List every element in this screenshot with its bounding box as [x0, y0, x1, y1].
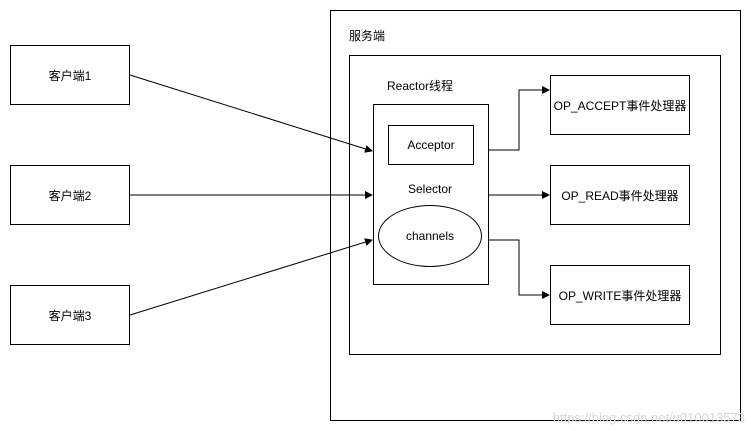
client-box-3: 客户端3	[10, 285, 130, 345]
handler-box-write: OP_WRITE事件处理器	[550, 265, 690, 325]
acceptor-label: Acceptor	[407, 138, 455, 152]
channels-ellipse: channels	[378, 205, 482, 267]
client-label-2: 客户端2	[48, 188, 92, 203]
handler-box-read: OP_READ事件处理器	[550, 165, 690, 225]
reactor-thread-title: Reactor线程	[387, 79, 454, 93]
acceptor-box: Acceptor	[388, 125, 474, 165]
channels-label: channels	[405, 229, 455, 243]
client-label-1: 客户端1	[48, 68, 92, 83]
handler-box-accept: OP_ACCEPT事件处理器	[550, 75, 690, 135]
server-title: 服务端	[349, 29, 386, 43]
client-box-1: 客户端1	[10, 45, 130, 105]
client-box-2: 客户端2	[10, 165, 130, 225]
selector-label: Selector	[408, 182, 453, 196]
client-label-3: 客户端3	[48, 308, 92, 323]
handler-label-write: OP_WRITE事件处理器	[558, 288, 682, 303]
watermark-text: https://blog.csdn.net/u010013573	[552, 410, 745, 425]
handler-label-accept: OP_ACCEPT事件处理器	[553, 98, 687, 113]
handler-label-read: OP_READ事件处理器	[561, 188, 679, 203]
